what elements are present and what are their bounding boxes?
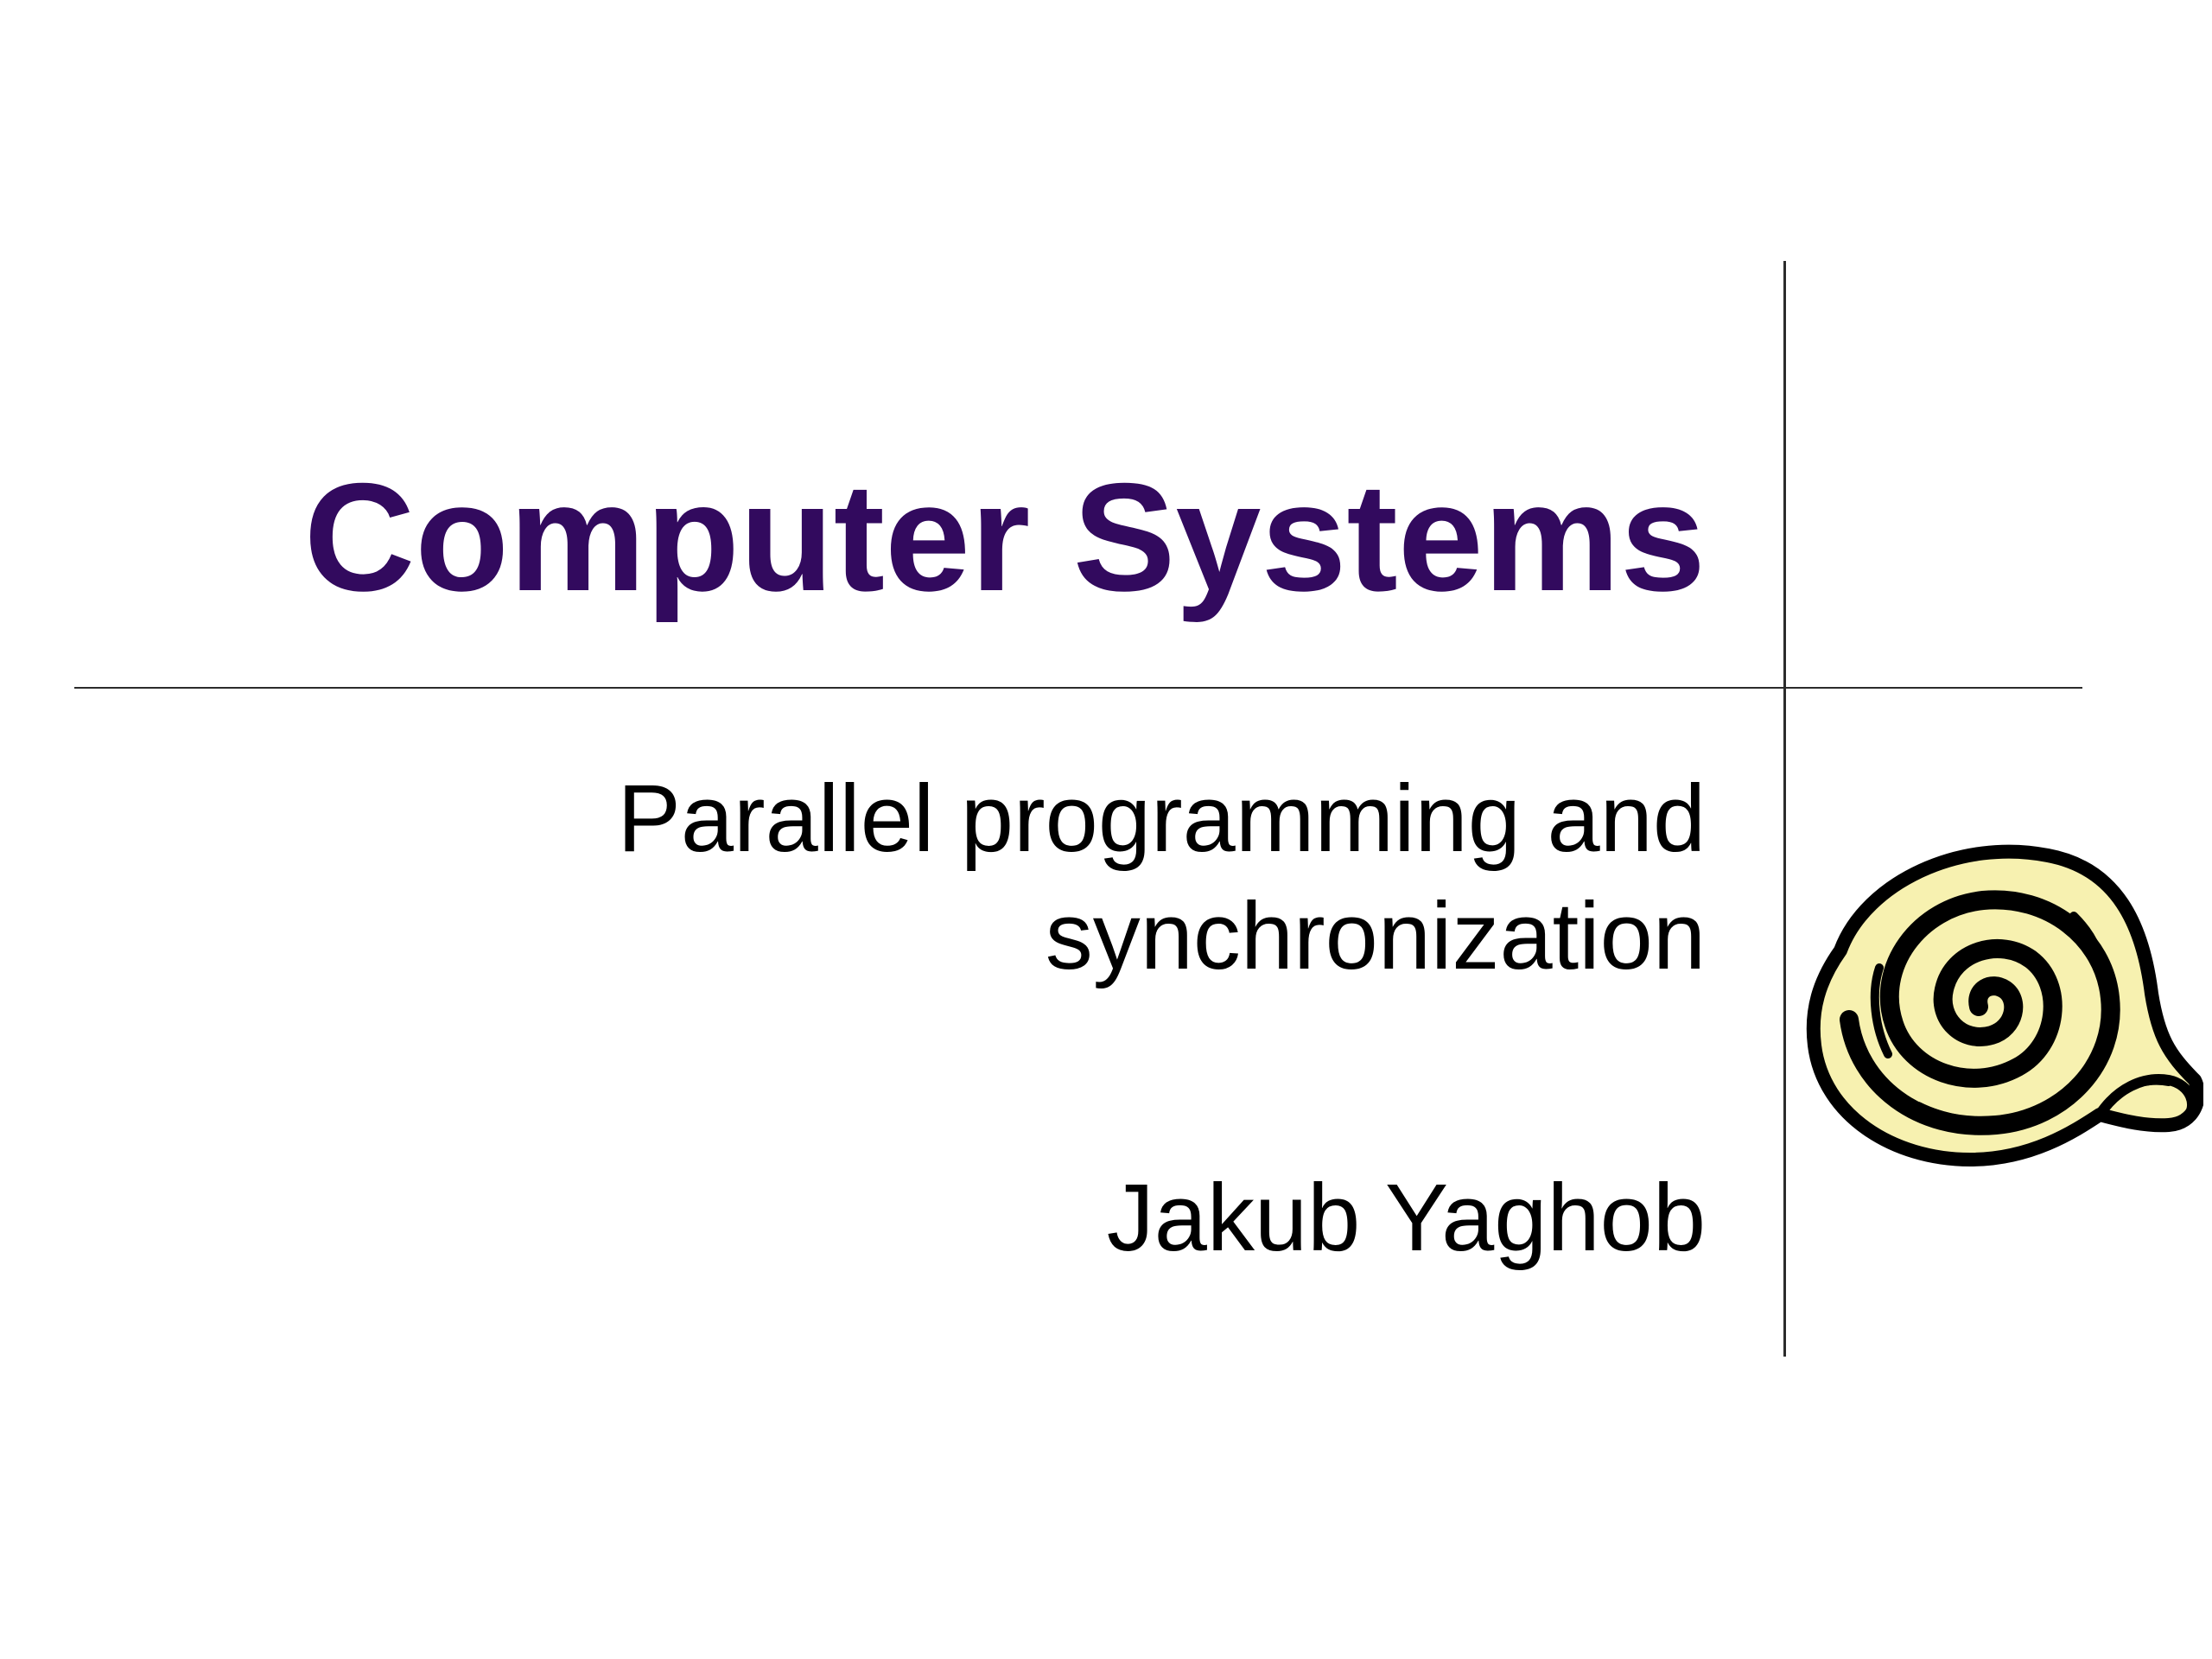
slide-title: Computer Systems bbox=[303, 451, 1706, 623]
slide-subtitle: Parallel programming and synchronization bbox=[617, 760, 1706, 995]
author-name: Jakub Yaghob bbox=[1106, 1165, 1706, 1271]
horizontal-divider bbox=[74, 687, 2082, 689]
subtitle-line-1: Parallel programming and bbox=[617, 766, 1706, 872]
subtitle-line-2: synchronization bbox=[1045, 883, 1706, 989]
rolled-scroll-icon bbox=[1806, 844, 2203, 1166]
vertical-divider bbox=[1783, 261, 1786, 1357]
